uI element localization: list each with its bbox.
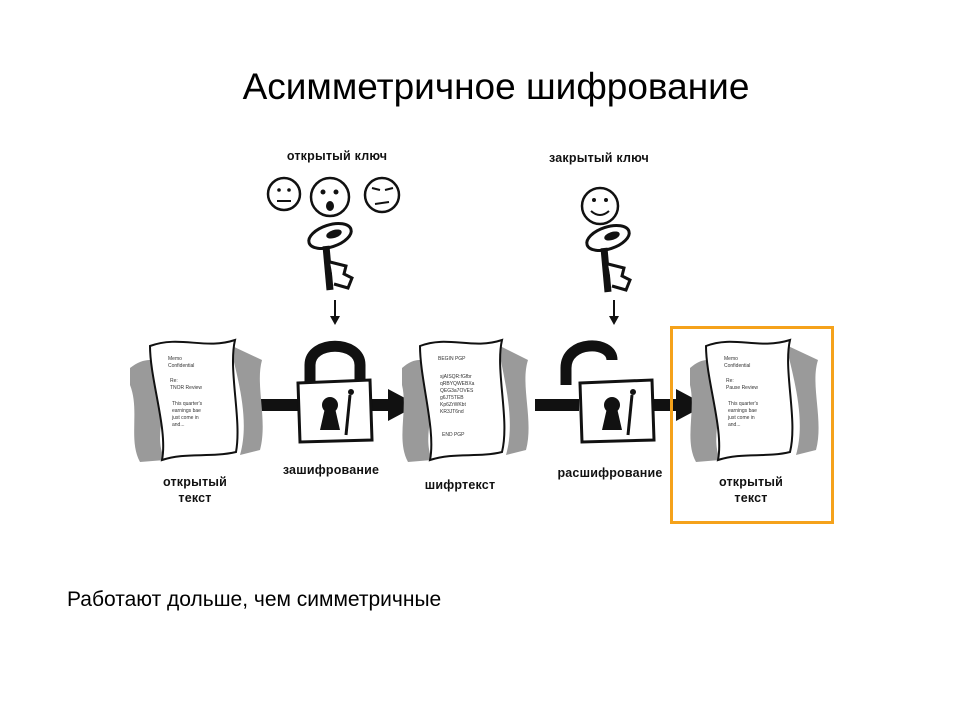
plaintext-label: открытый текст (140, 474, 250, 506)
svg-text:just come in: just come in (171, 415, 199, 421)
svg-text:Memo: Memo (724, 356, 738, 362)
svg-text:KR3JT6nd: KR3JT6nd (440, 409, 464, 415)
slide-title: Асимметричное шифрование (242, 66, 750, 107)
plaintext-label-line2: текст (178, 491, 212, 505)
result-plaintext-label: открытый текст (696, 474, 806, 506)
svg-text:just come in: just come in (727, 415, 755, 421)
svg-text:Memo: Memo (168, 356, 182, 362)
svg-text:This quarter's: This quarter's (172, 401, 203, 407)
svg-text:Confidential: Confidential (168, 363, 194, 369)
svg-text:and...: and... (172, 422, 185, 428)
result-plaintext-label-line1: открытый (718, 475, 784, 489)
svg-text:Re:: Re: (170, 378, 178, 384)
svg-text:Kp6ZrWKbt: Kp6ZrWKbt (440, 402, 466, 408)
svg-text:and...: and... (728, 422, 741, 428)
public-key-faces-icon (266, 176, 401, 218)
result-plaintext-label-line2: текст (734, 491, 768, 505)
private-key-icon (585, 224, 632, 325)
private-key-label: закрытый ключ (549, 151, 649, 165)
result-plaintext-document-icon: Memo Confidential Re: Pause Review This … (690, 338, 819, 462)
private-key-face-icon (580, 186, 620, 226)
public-key-label: открытый ключ (286, 149, 388, 163)
closed-padlock-icon (296, 340, 374, 444)
svg-text:g6JT5TEB: g6JT5TEB (440, 395, 464, 401)
svg-text:This quarter's: This quarter's (728, 401, 759, 407)
highlight-box (670, 326, 834, 524)
svg-text:qRBYQWEBXa: qRBYQWEBXa (440, 381, 475, 387)
ciphertext-label: шифртекст (424, 478, 496, 492)
svg-text:Re:: Re: (726, 378, 734, 384)
plaintext-document-icon: Memo Confidential Re: TNOR Review This q… (130, 338, 263, 462)
svg-text:sjAISQR:fGfbr: sjAISQR:fGfbr (440, 374, 472, 380)
svg-text:END PGP: END PGP (442, 432, 465, 438)
slide-caption: Работают дольше, чем симметричные (67, 588, 442, 611)
svg-text:QEG3a7OVES: QEG3a7OVES (440, 388, 474, 394)
open-padlock-icon (560, 340, 656, 444)
svg-text:Pause Review: Pause Review (726, 385, 758, 391)
svg-text:earnings bae: earnings bae (172, 408, 201, 414)
public-key-icon (307, 222, 354, 325)
plaintext-label-line1: открытый (162, 475, 228, 489)
svg-text:earnings bae: earnings bae (728, 408, 757, 414)
encryption-label: зашифрование (282, 463, 380, 477)
svg-text:TNOR Review: TNOR Review (170, 385, 202, 391)
svg-text:BEGIN PGP: BEGIN PGP (438, 356, 466, 362)
decryption-label: расшифрование (557, 466, 663, 480)
svg-text:Confidential: Confidential (724, 363, 750, 369)
ciphertext-document-icon: BEGIN PGP sjAISQR:fGfbr qRBYQWEBXa QEG3a… (402, 338, 529, 462)
